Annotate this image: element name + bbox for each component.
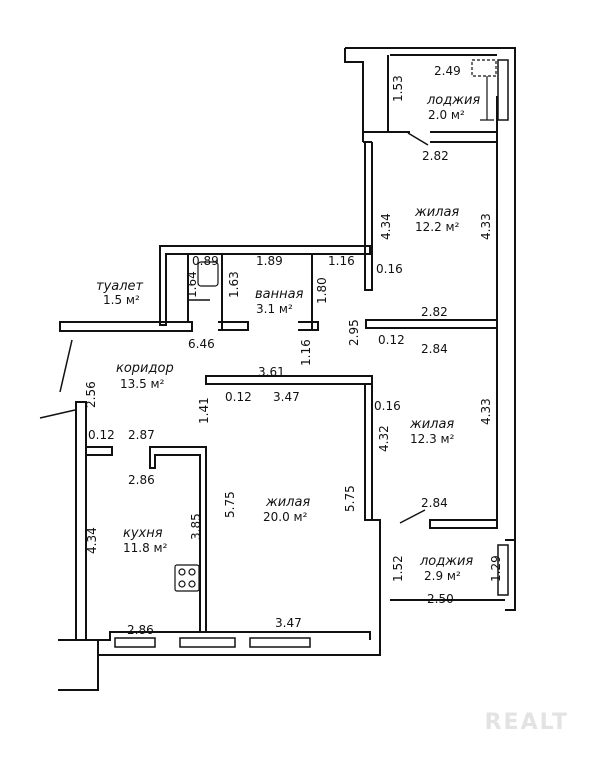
room-area-loggia-bottom: 2.9 м² <box>424 569 461 583</box>
room-name-living-2: жилая <box>409 417 454 432</box>
dim-loggia-bottom-width: 2.50 <box>427 592 454 606</box>
fixtures <box>174 59 497 592</box>
dim-loggia-bottom-depth: 1.52 <box>391 555 405 582</box>
dim-bath-height-right: 1.80 <box>315 277 329 304</box>
room-name-bathroom: ванная <box>255 287 304 302</box>
dim-kitchen-bottom: 2.86 <box>127 623 154 637</box>
dim-wall-016-mid: 0.16 <box>374 399 401 413</box>
room-name-toilet: туалет <box>96 279 144 294</box>
dim-toilet-height: 1.64 <box>185 271 199 298</box>
watermark-logo: REALT <box>484 710 569 735</box>
dim-loggia-top-door: 2.82 <box>422 149 449 163</box>
dim-kitchen-top: 2.87 <box>128 428 155 442</box>
room-name-loggia-top: лоджия <box>426 93 480 108</box>
dim-living2-width: 2.84 <box>421 342 448 356</box>
dim-kitchen-depth: 3.85 <box>189 513 203 540</box>
dim-living2-door: 2.84 <box>421 496 448 510</box>
dim-wall-116-mid: 1.16 <box>299 339 313 366</box>
dim-wall-012-left: 0.12 <box>88 428 115 442</box>
room-area-toilet: 1.5 м² <box>103 293 140 307</box>
dim-wall-016: 0.16 <box>376 262 403 276</box>
dim-apartment-height-bottom: 4.33 <box>479 398 493 425</box>
dim-living3-width: 3.47 <box>273 390 300 404</box>
dim-kitchen-width: 2.86 <box>128 473 155 487</box>
room-name-corridor: коридор <box>116 361 174 376</box>
dim-kitchen-height: 4.34 <box>85 527 99 554</box>
dim-hall-141: 1.41 <box>197 397 211 424</box>
dim-living3-bottom: 3.47 <box>275 616 302 630</box>
room-area-corridor: 13.5 м² <box>120 377 165 391</box>
walls <box>58 47 516 691</box>
room-area-living-3: 20.0 м² <box>263 510 308 524</box>
room-area-loggia-top: 2.0 м² <box>428 108 465 122</box>
dim-bath-width: 1.89 <box>256 254 283 268</box>
dim-wall-012-mid: 0.12 <box>225 390 252 404</box>
room-name-kitchen: кухня <box>123 526 163 541</box>
dim-toilet-width: 0.89 <box>192 254 219 268</box>
room-name-living-3: жилая <box>265 495 310 510</box>
doors <box>39 132 429 524</box>
dim-living2-top-width: 2.82 <box>421 305 448 319</box>
dim-loggia-bottom-right: 1.29 <box>489 555 503 582</box>
room-area-living-1: 12.2 м² <box>415 220 460 234</box>
dim-living3-top: 3.61 <box>258 365 285 379</box>
dim-living3-height-left: 5.75 <box>223 491 237 518</box>
dim-wall-116-top: 1.16 <box>328 254 355 268</box>
room-area-bathroom: 3.1 м² <box>256 302 293 316</box>
dim-corridor-side: 2.56 <box>84 381 98 408</box>
windows <box>114 59 509 648</box>
dim-living3-height-right: 5.75 <box>343 485 357 512</box>
dim-wall-012-right: 0.12 <box>378 333 405 347</box>
dim-corridor-width: 2.95 <box>347 319 361 346</box>
dim-apartment-height-top: 4.33 <box>479 213 493 240</box>
dim-bath-height-left: 1.63 <box>227 271 241 298</box>
dim-living2-height: 4.32 <box>377 425 391 452</box>
dim-living1-height: 4.34 <box>379 213 393 240</box>
room-area-living-2: 12.3 м² <box>410 432 455 446</box>
dim-loggia-top-depth: 1.53 <box>391 75 405 102</box>
dim-corridor-length: 6.46 <box>188 337 215 351</box>
room-area-kitchen: 11.8 м² <box>123 541 168 555</box>
room-name-loggia-bottom: лоджия <box>419 554 473 569</box>
dim-loggia-top-width: 2.49 <box>434 64 461 78</box>
room-name-living-1: жилая <box>414 205 459 220</box>
